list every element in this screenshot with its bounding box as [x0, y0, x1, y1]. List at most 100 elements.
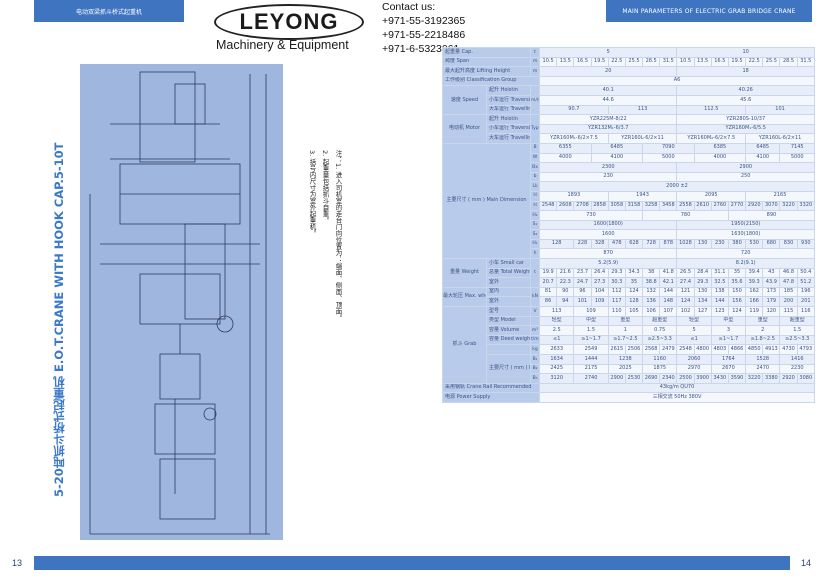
table-cell: 20: [539, 66, 678, 77]
table-cell: 112.5: [676, 104, 747, 116]
table-cell: 870: [539, 248, 678, 260]
row-label: 室外: [485, 296, 532, 308]
row-label: 主要尺寸 ( mm ) Main Dimension: [485, 354, 532, 384]
table-cell: YZR132M₁-6/3.7: [539, 123, 678, 135]
table-cell: 196: [796, 286, 816, 298]
contact-phone[interactable]: +971-6-5323061: [382, 43, 460, 55]
logo-subtitle: Machinery & Equipment: [216, 38, 349, 52]
crane-drawing: [80, 64, 283, 540]
table-cell: 4100: [590, 152, 644, 164]
table-cell: 124: [727, 306, 747, 317]
table-cell: 19.5: [590, 56, 609, 68]
table-cell: 22.5: [745, 56, 764, 68]
table-cell: 10: [676, 47, 815, 58]
unit-cell: Bx: [530, 162, 541, 173]
row-label: 起升 Hoistin: [485, 85, 532, 96]
table-cell: 230: [710, 238, 729, 250]
table-cell: 22.3: [556, 277, 575, 288]
table-cell: 2770: [727, 200, 747, 212]
table-cell: 超重型: [779, 315, 815, 327]
table-cell: 123: [710, 306, 729, 317]
contact-phone[interactable]: +971-55-3192365: [382, 15, 466, 27]
left-header-text: 电动双梁抓斗桥式起重机: [75, 8, 142, 16]
table-cell: ≥1.8~2.5: [745, 334, 781, 346]
table-cell: ≥1~1.7: [573, 334, 609, 346]
table-cell: 26.4: [590, 267, 609, 279]
contact-phone[interactable]: +971-55-2218486: [382, 29, 466, 41]
table-cell: 4000: [539, 152, 592, 164]
table-cell: 28.5: [642, 56, 661, 68]
table-cell: 2920: [779, 373, 798, 384]
table-cell: 166: [745, 296, 764, 308]
table-cell: 730: [539, 210, 644, 221]
table-cell: 107: [659, 306, 678, 317]
table-cell: 44.6: [539, 94, 678, 106]
table-cell: 3900: [693, 373, 712, 384]
table-cell: 31.5: [659, 56, 678, 68]
table-cell: 130: [693, 238, 712, 250]
table-cell: 2.5: [539, 325, 575, 336]
row-label: 容量 Volume: [485, 325, 532, 336]
unit-cell: W: [530, 152, 541, 164]
table-cell: 35: [727, 267, 747, 279]
table-cell: 24.7: [573, 277, 592, 288]
table-cell: 2548: [676, 344, 695, 355]
row-label: 类型 Model: [485, 315, 532, 327]
row-label: 室外: [485, 277, 532, 288]
table-cell: 2740: [573, 373, 609, 384]
contact-block: Contact us: +971-55-3192365 +971-55-2218…: [382, 0, 465, 56]
table-cell: 2970: [676, 363, 712, 375]
table-cell: 102: [676, 306, 695, 317]
table-cell: 830: [779, 238, 798, 250]
table-cell: 3158: [624, 200, 644, 212]
table-cell: 2920: [745, 200, 764, 212]
table-cell: 3320: [796, 200, 816, 212]
table-cell: 127: [693, 306, 712, 317]
table-cell: 201: [796, 296, 816, 308]
table-cell: 113: [539, 306, 575, 317]
table-cell: 124: [676, 296, 695, 308]
table-cell: 3380: [762, 373, 781, 384]
table-cell: 478: [607, 238, 626, 250]
unit-cell: H: [530, 190, 541, 202]
table-cell: 128: [624, 296, 644, 308]
table-cell: 156: [727, 296, 747, 308]
unit-cell: m/min: [530, 85, 541, 116]
table-row: 主要尺寸 ( mm ) Main DimensionB₁163414441238…: [443, 354, 815, 384]
row-label: 型号: [485, 306, 532, 317]
table-cell: 1764: [710, 354, 747, 365]
table-cell: 7145: [779, 142, 815, 154]
table-cell: 8.2(9.1): [676, 258, 815, 269]
table-cell: 124: [624, 286, 644, 298]
unit-cell: B: [530, 142, 541, 154]
table-cell: 101: [573, 296, 592, 308]
title-en: E.O.T.CRANE WITH HOOK CAP.5-10T: [52, 142, 66, 373]
table-cell: 2558: [676, 200, 695, 212]
table-cell: 2165: [745, 190, 815, 202]
table-cell: 3220: [745, 373, 764, 384]
table-cell: ≤1: [676, 334, 712, 346]
row-label: 最大起升高度 Lifting Height: [441, 66, 532, 77]
row-label: 小车运行 Traversing: [485, 123, 532, 135]
table-cell: 230: [539, 171, 678, 183]
row-label: 起重量 Cap.: [441, 47, 532, 58]
table-cell: 878: [659, 238, 678, 250]
note-line: 2. 起重量包括抓斗自重。: [321, 150, 329, 224]
table-cell: 6485: [590, 142, 644, 154]
table-cell: 179: [762, 296, 781, 308]
table-cell: 150: [727, 286, 747, 298]
table-cell: 1630(1800): [676, 229, 815, 240]
table-cell: 96: [573, 286, 592, 298]
table-cell: 6355: [539, 142, 592, 154]
unit-cell: m: [530, 66, 541, 77]
table-cell: 5000: [779, 152, 815, 164]
unit-cell: kN: [530, 286, 541, 308]
unit-cell: B₁: [530, 354, 541, 365]
table-cell: 2708: [573, 200, 592, 212]
table-cell: 19.9: [539, 267, 558, 279]
